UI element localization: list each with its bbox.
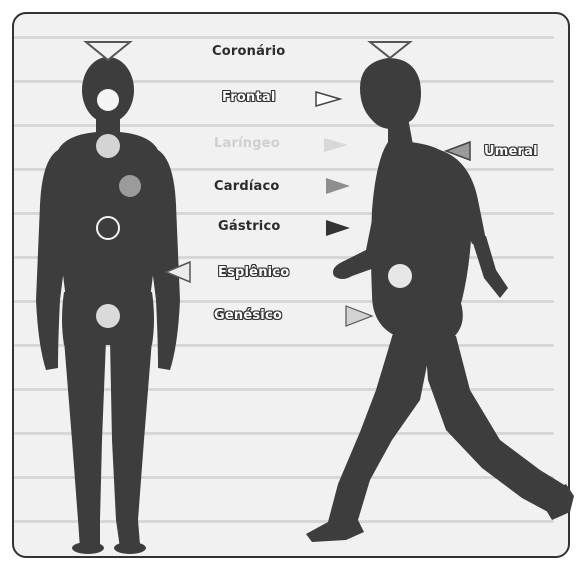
label-coronario: Coronário [212,44,285,59]
genesico-funnel-icon [346,306,372,326]
front-right-foot [114,542,146,554]
laringeo-funnel-icon [324,138,348,152]
side-leg-front [306,330,432,542]
front-left-leg [64,340,106,548]
gastrico-funnel-icon [326,220,350,236]
label-umeral: Umeral [484,144,538,159]
front-right-leg [110,340,152,548]
label-cardiaco: Cardíaco [214,179,280,194]
label-genesico: Genésico [214,308,282,323]
side-leg-back [424,330,566,512]
label-frontal: Frontal [222,90,276,105]
front-chakra-laringeo [96,134,120,158]
front-chakra-cardiaco [119,175,141,197]
front-chakra-genesico [96,304,120,328]
label-esplenico: Esplênico [218,265,289,280]
side-figure [306,58,574,542]
front-chakra-frontal [97,89,119,111]
side-forearm-back [472,236,508,298]
side-crown-funnel-icon [370,42,410,58]
front-crown-funnel-icon [86,42,130,60]
cardiaco-funnel-icon [326,178,350,194]
front-chakra-gastrico [97,217,119,239]
front-left-foot [72,542,104,554]
side-chakra-esplenico [388,264,412,288]
label-gastrico: Gástrico [218,219,281,234]
label-laringeo: Laríngeo [214,136,280,151]
frontal-funnel-icon [316,92,340,106]
